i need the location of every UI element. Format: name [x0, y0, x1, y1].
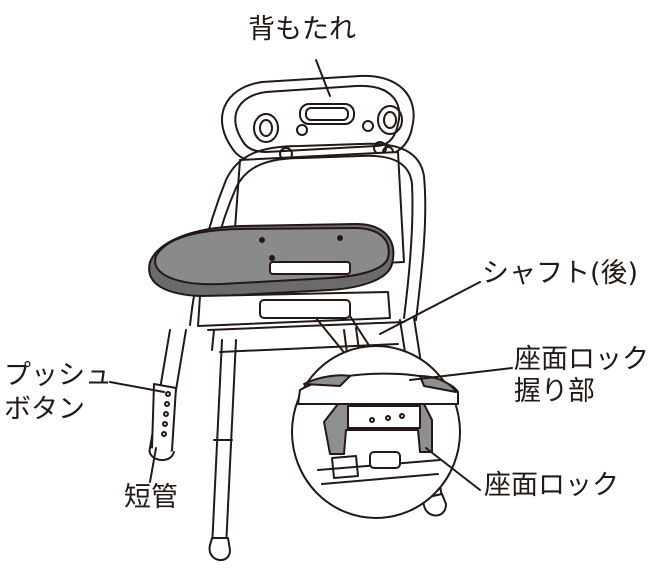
leader-seat-lock [425, 447, 481, 491]
label-push-button-line1-b: ュ [85, 360, 112, 391]
label-push-button-line1-a: プッシ [4, 360, 85, 391]
label-seat-lock-grip-line1: 座面ロック [514, 344, 648, 375]
leader-shaft [379, 281, 481, 335]
seat [148, 223, 395, 298]
label-push-button-line1: プッシュ [4, 360, 112, 392]
leader-backrest [315, 59, 331, 97]
label-seat-lock: 座面ロック [484, 470, 619, 501]
zoom-detail [291, 315, 461, 519]
leader-seat-lock-grip [409, 367, 513, 381]
label-backrest: 背もたれ [248, 14, 356, 45]
label-short-tube: 短管 [124, 482, 178, 513]
leader-short-tube [149, 447, 157, 483]
leader-push-button [109, 381, 165, 393]
under-seat-frame [197, 291, 405, 353]
label-seat-lock-grip-line2: 握り部 [514, 376, 595, 407]
backrest-panel [221, 74, 415, 163]
label-shaft-rear: シャフト(後) [482, 258, 639, 289]
label-push-button-line2: ボタン [4, 394, 85, 425]
